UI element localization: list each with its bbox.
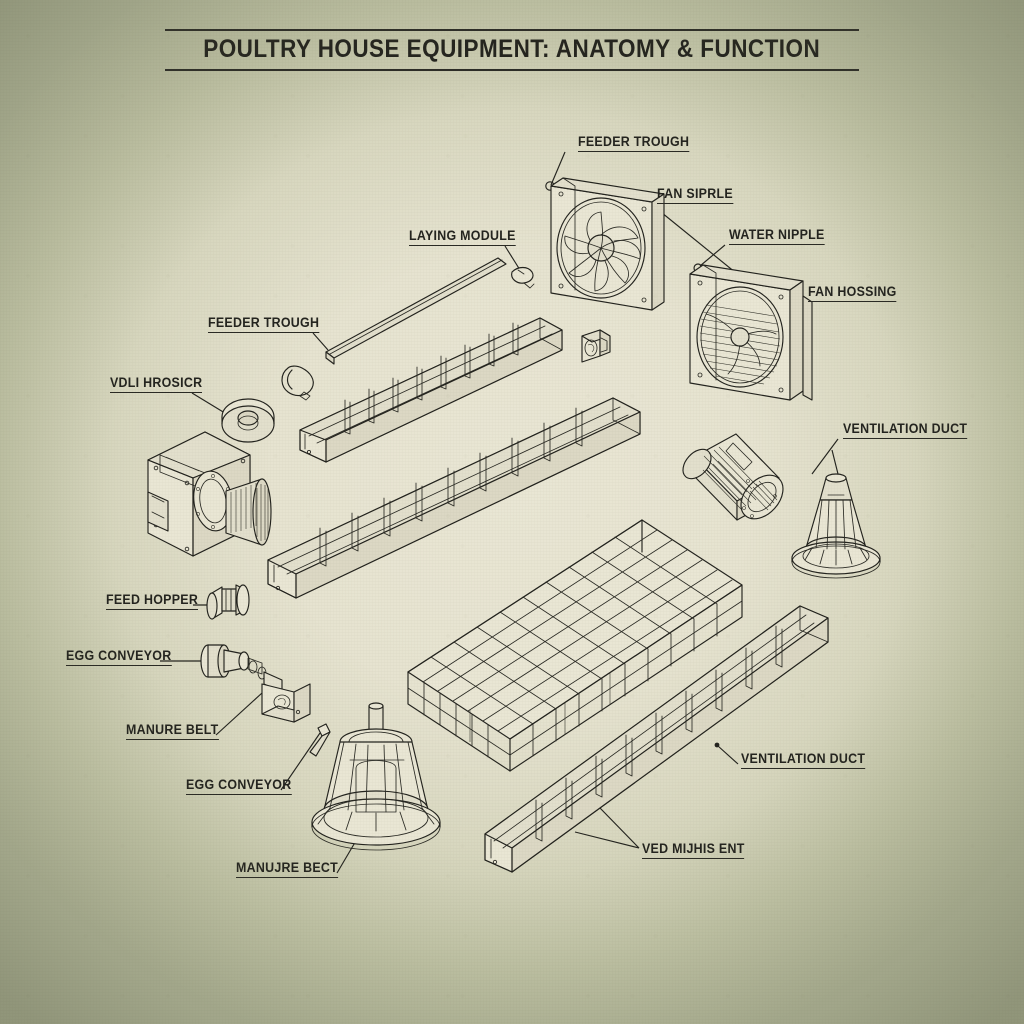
axial-fan-grille — [689, 264, 813, 401]
title-rule-bottom — [165, 69, 859, 71]
callout-label-feeder-trough-top: FEEDER TROUGH — [578, 134, 690, 152]
callout-label-fan-hossing: FAN HOSSING — [808, 284, 897, 302]
callout-label-feeder-trough-left: FEEDER TROUGH — [208, 315, 320, 333]
cylindrical-motor — [682, 433, 784, 521]
hanging-feeder-right — [791, 449, 881, 579]
title-rule-top — [165, 29, 859, 31]
gearbox-motor — [147, 431, 272, 557]
callout-label-feed-hopper: FEED HOPPER — [106, 592, 199, 610]
feed-hopper-part — [206, 584, 250, 620]
wire-cage — [407, 519, 743, 772]
callout-label-manujre-bect: MANUJRE BECT — [236, 860, 338, 878]
callout-label-ved-mijhis-ent: VED MIJHIS ENT — [642, 841, 745, 859]
title-text: POULTRY HOUSE EQUIPMENT: ANATOMY & FUNCT… — [203, 35, 821, 63]
callout-label-egg-conveyor-1: EGG CONVEYOR — [66, 648, 172, 666]
clamp-ring — [281, 365, 314, 401]
callout-label-laying-module: LAYING MODULE — [409, 228, 516, 246]
feeder-trough-mid — [267, 397, 641, 599]
feeder-trough-lower — [484, 605, 829, 873]
small-block — [581, 329, 611, 363]
page-title: POULTRY HOUSE EQUIPMENT: ANATOMY & FUNCT… — [0, 26, 1024, 75]
hanging-feeder-left — [311, 702, 441, 851]
callout-label-vdli-hrosicr: VDLI HROSICR — [110, 375, 203, 393]
callout-label-egg-conveyor-2: EGG CONVEYOR — [186, 777, 292, 795]
callout-label-ventilation-duct-r: VENTILATION DUCT — [843, 421, 968, 439]
callout-label-fan-siprle: FAN SIPRLE — [657, 186, 733, 204]
bracket-plate — [517, 269, 525, 275]
feeder-trough-upper — [299, 317, 563, 463]
rod-bar — [325, 257, 507, 365]
bolt-pin — [309, 723, 331, 757]
callout-label-manure-belt: MANURE BELT — [126, 722, 219, 740]
axial-fan-open — [550, 177, 665, 311]
callout-label-ventilation-duct-b: VENTILATION DUCT — [741, 751, 866, 769]
ring-washer — [221, 398, 275, 443]
callout-label-water-nipple: WATER NIPPLE — [729, 227, 825, 245]
egg-conveyor-shaft — [200, 644, 311, 723]
nipple-drinker — [511, 266, 535, 289]
